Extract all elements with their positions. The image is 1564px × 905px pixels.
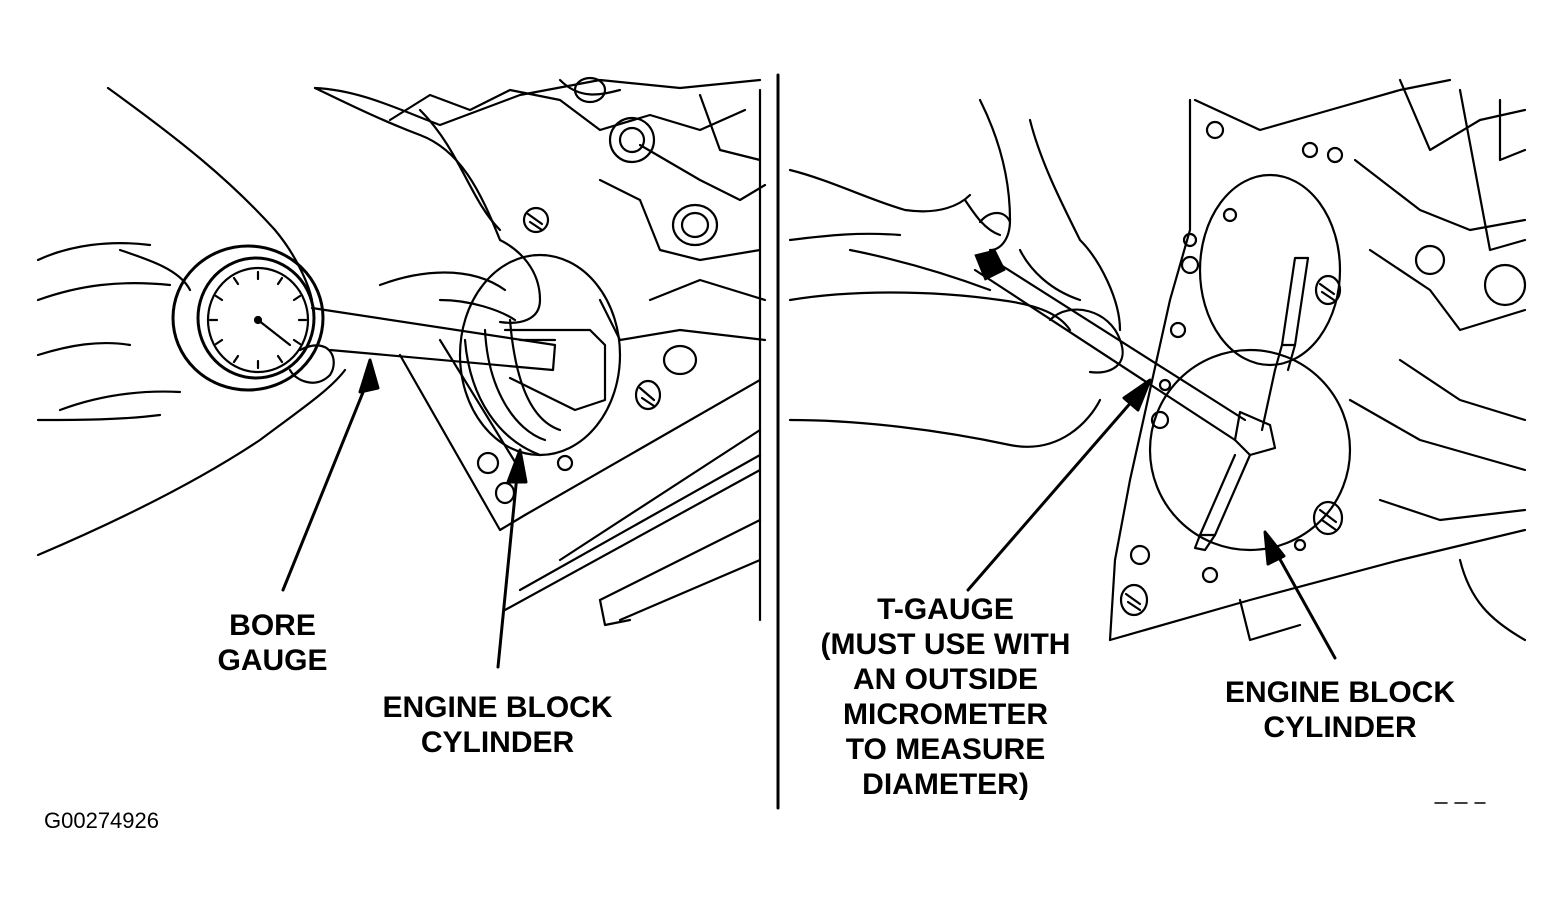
right-engine-block-cylinder-label: ENGINE BLOCK CYLINDER <box>1200 675 1480 745</box>
t-gauge-label-line: T-GAUGE <box>877 593 1014 626</box>
t-gauge-label-line: DIAMETER) <box>862 768 1029 801</box>
left-engine-block-cylinder-label: ENGINE BLOCK CYLINDER <box>360 690 635 760</box>
right-engine-block <box>1108 78 1527 642</box>
left-engine-block <box>313 76 767 627</box>
right-engine-block-label-line: CYLINDER <box>1263 711 1417 744</box>
bore-gauge-label: BORE GAUGE <box>205 608 340 678</box>
right-t-gauge <box>973 249 1310 552</box>
right-engine-block-label-line: ENGINE BLOCK <box>1224 676 1455 709</box>
left-engine-block-label-line: CYLINDER <box>420 726 575 759</box>
left-hand <box>36 86 542 557</box>
t-gauge-label-line: (MUST USE WITH <box>820 628 1071 661</box>
left-arrows <box>281 358 528 669</box>
t-gauge-label: T-GAUGE (MUST USE WITH AN OUTSIDE MICROM… <box>798 592 1093 802</box>
t-gauge-label-line: MICROMETER <box>843 698 1048 731</box>
left-engine-block-label-line: ENGINE BLOCK <box>382 691 613 724</box>
t-gauge-label-line: AN OUTSIDE <box>852 663 1038 696</box>
t-gauge-label-line: TO MEASURE <box>845 733 1046 766</box>
right-arrows <box>966 378 1337 660</box>
right-hand <box>788 98 1124 448</box>
figure-code: G00274926 <box>44 808 159 833</box>
left-bore-gauge <box>171 244 607 412</box>
bore-gauge-label-line: BORE <box>229 609 316 642</box>
bore-gauge-label-line: GAUGE <box>217 644 328 677</box>
